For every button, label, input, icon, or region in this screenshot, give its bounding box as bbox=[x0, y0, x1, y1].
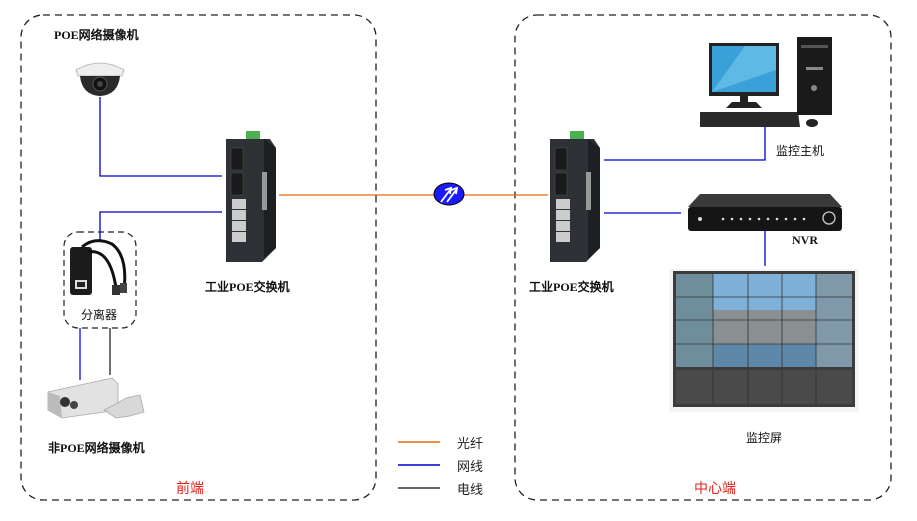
poe-camera-label: POE网络摄像机 bbox=[54, 28, 139, 42]
fiber-optic-link-icon bbox=[433, 182, 465, 206]
industrial-poe-switch-center-icon bbox=[550, 131, 600, 262]
network-cable-splitter bbox=[99, 211, 222, 240]
monitoring-host-computer-icon bbox=[700, 37, 832, 127]
bullet-camera-icon bbox=[47, 377, 145, 419]
front-zone-title: 前端 bbox=[176, 481, 204, 497]
nvr-device-icon bbox=[688, 194, 842, 231]
video-wall-icon bbox=[669, 269, 859, 412]
center-zone-title: 中心端 bbox=[694, 481, 736, 497]
legend-fiber-label: 光纤 bbox=[457, 437, 484, 452]
legend-network-label: 网线 bbox=[457, 460, 484, 475]
front-zone-border bbox=[20, 14, 377, 501]
network-cable-poe-camera bbox=[99, 97, 222, 177]
non-poe-camera-label: 非POE网络摄像机 bbox=[48, 441, 145, 455]
switch-front-label: 工业POE交换机 bbox=[205, 280, 290, 294]
video-wall-label: 监控屏 bbox=[746, 431, 783, 445]
network-cable-monitor-host bbox=[604, 127, 766, 161]
legend-power-label: 电线 bbox=[457, 483, 484, 498]
poe-splitter-icon bbox=[70, 239, 127, 295]
splitter-label: 分离器 bbox=[81, 308, 118, 322]
nvr-label: NVR bbox=[792, 233, 818, 247]
center-zone-border bbox=[514, 14, 892, 501]
monitor-host-label: 监控主机 bbox=[776, 144, 825, 158]
switch-center-label: 工业POE交换机 bbox=[529, 280, 614, 294]
industrial-poe-switch-front-icon bbox=[226, 131, 276, 262]
poe-dome-camera-icon bbox=[75, 62, 125, 96]
